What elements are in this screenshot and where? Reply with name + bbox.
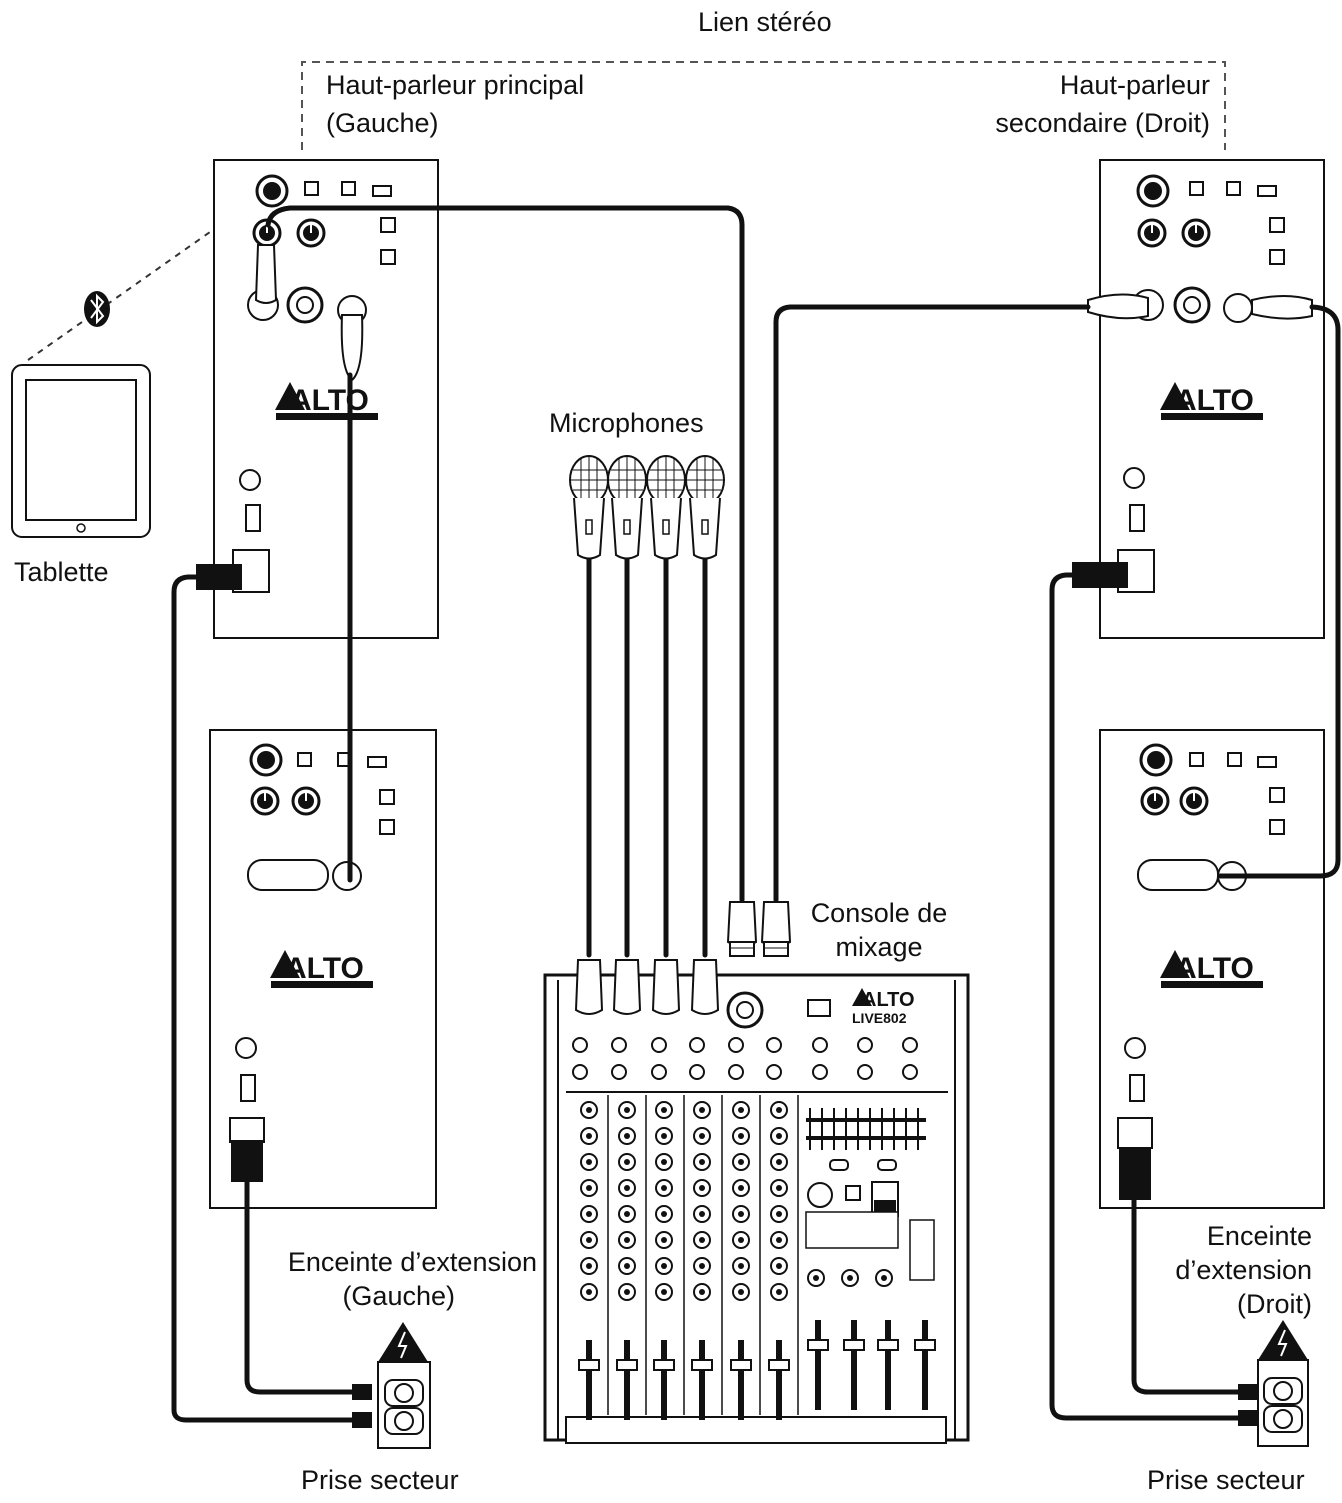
mixer-model: LIVE802 [852, 1010, 907, 1026]
bluetooth-icon [84, 291, 110, 327]
extension-speaker-left: ALTO [209, 729, 437, 1209]
mixing-console: ALTO LIVE802 [543, 959, 970, 1444]
power-outlet-right [1257, 1320, 1309, 1447]
logo-text: ALTO [1175, 952, 1254, 985]
outlet-left-label: Prise secteur [301, 1465, 459, 1495]
cables [171, 205, 1341, 1423]
logo-text: ALTO [285, 952, 364, 985]
warning-triangle-icon [378, 1322, 428, 1362]
xlr-connectors [727, 901, 791, 957]
main-speaker-left: ALTO [196, 159, 439, 639]
secondary-speaker-label-line2: secondaire (Droit) [995, 108, 1210, 138]
stereo-link-label: Lien stéréo [698, 7, 832, 37]
extension-left-label-line2: (Gauche) [342, 1281, 455, 1311]
mixer-label-line2: mixage [835, 932, 923, 962]
stereo-link-bracket [301, 61, 1226, 150]
outlet-right-label: Prise secteur [1147, 1465, 1305, 1495]
secondary-speaker-right: ALTO [1072, 159, 1325, 639]
extension-speaker-right: ALTO [1099, 729, 1325, 1209]
extension-left-label-line1: Enceinte d’extension [287, 1247, 537, 1277]
extension-right-label-line3: (Droit) [1237, 1289, 1312, 1319]
main-speaker-label-line2: (Gauche) [326, 108, 439, 138]
tablet-device [11, 231, 211, 538]
main-speaker-label-line1: Haut-parleur principal [326, 70, 585, 100]
mixer-label-line1: Console de [810, 898, 948, 928]
extension-right-label-line2: d’extension [1175, 1255, 1312, 1285]
tablet-label: Tablette [14, 557, 109, 587]
secondary-speaker-label-line1: Haut-parleur [1059, 70, 1210, 100]
mixer-logo: ALTO [862, 989, 915, 1011]
extension-right-label-line1: Enceinte [1206, 1221, 1312, 1251]
warning-triangle-icon [1258, 1320, 1308, 1360]
power-outlet-left [377, 1322, 431, 1449]
microphones-group [569, 455, 725, 560]
logo-text: ALTO [290, 384, 369, 417]
microphones-label: Microphones [549, 408, 704, 438]
logo-text: ALTO [1175, 384, 1254, 417]
